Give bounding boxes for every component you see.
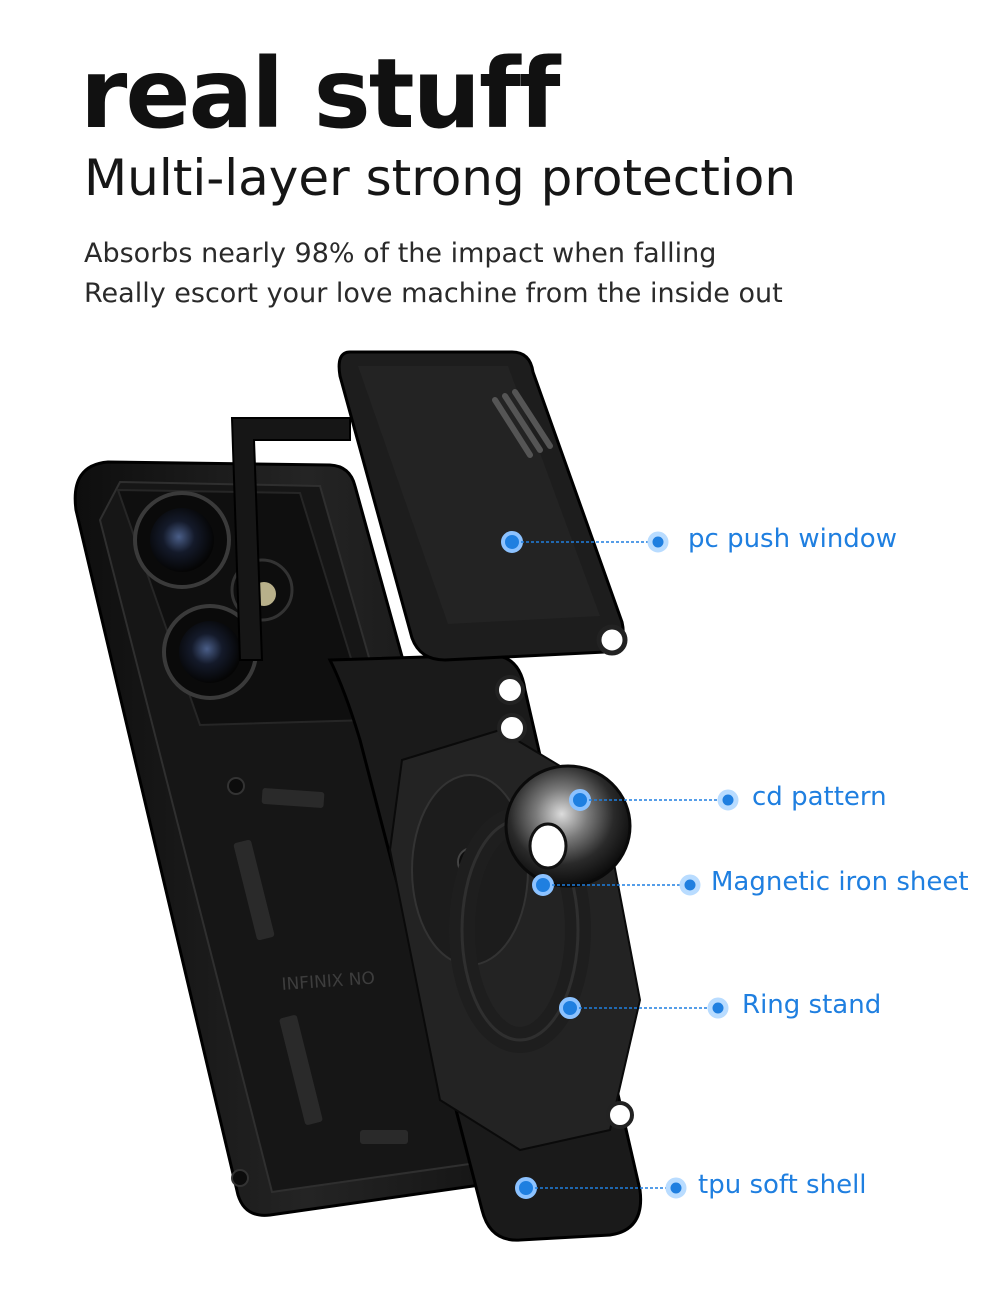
callout-pc-push-window-pointer	[501, 531, 669, 553]
cd-pattern-disc	[504, 764, 632, 888]
subheadline: Multi-layer strong protection	[84, 149, 797, 207]
callout-ring-stand-pointer	[559, 997, 729, 1019]
description-line-2: Really escort your love machine from the…	[84, 278, 783, 309]
description-line-1: Absorbs nearly 98% of the impact when fa…	[84, 238, 717, 269]
headline: real stuff	[80, 38, 560, 150]
pc-push-window-part	[337, 350, 628, 662]
camera-lens-1	[133, 491, 231, 589]
callout-cd-pattern-pointer	[569, 789, 739, 811]
callout-label-magnetic-iron-sheet: Magnetic iron sheet	[711, 867, 969, 897]
callout-tpu-soft-shell-pointer	[515, 1177, 687, 1199]
callout-label-pc-push-window: pc push window	[688, 524, 897, 554]
callout-label-cd-pattern: cd pattern	[752, 782, 887, 812]
phone-case-exploded-view: INFINIX NO	[73, 350, 739, 1242]
callout-label-tpu-soft-shell: tpu soft shell	[698, 1170, 867, 1200]
tpu-soft-shell-part: INFINIX NO	[73, 460, 541, 1217]
callout-label-ring-stand: Ring stand	[742, 990, 882, 1020]
callout-magnetic-iron-sheet-pointer	[532, 874, 701, 896]
